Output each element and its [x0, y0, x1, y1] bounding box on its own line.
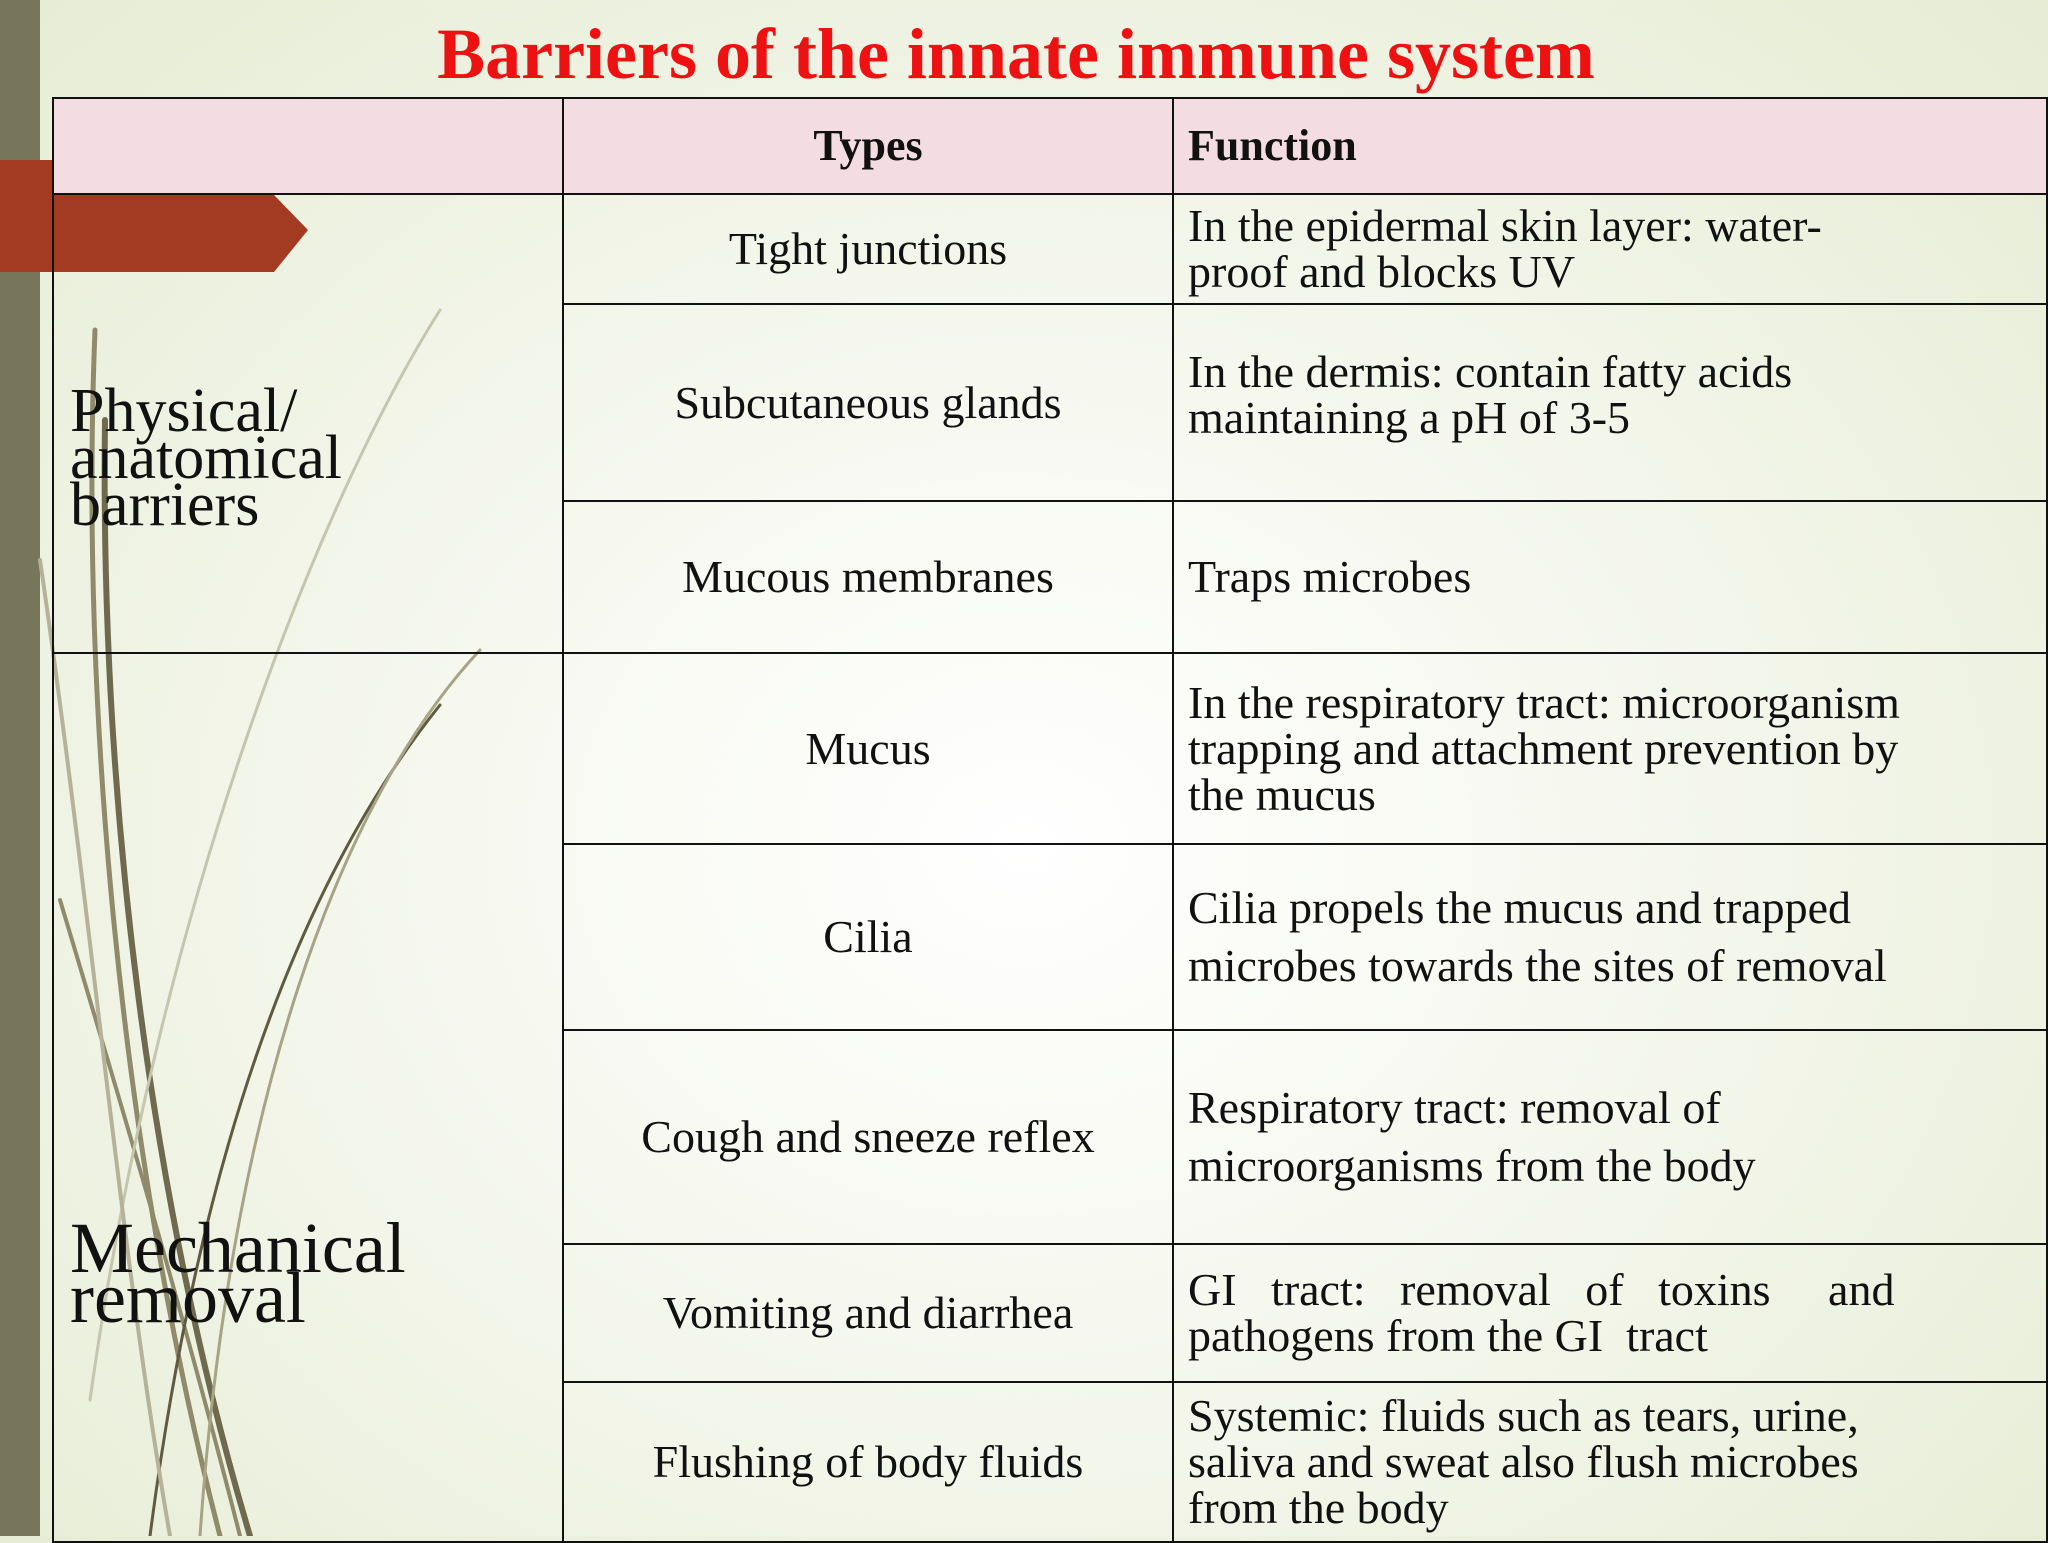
- type-cell: Cilia: [562, 843, 1174, 1031]
- function-text: In the dermis: contain fatty acids maint…: [1188, 346, 1793, 443]
- function-cell: Systemic: fluids such as tears, urine, s…: [1172, 1381, 2048, 1543]
- function-cell: In the epidermal skin layer: water- proo…: [1172, 193, 2048, 305]
- type-cell: Subcutaneous glands: [562, 303, 1174, 502]
- type-cell: Vomiting and diarrhea: [562, 1243, 1174, 1383]
- type-cell: Tight junctions: [562, 193, 1174, 305]
- category-label: Physical/ anatomical barriers: [70, 377, 342, 539]
- function-text: Respiratory tract: removal of microorgan…: [1188, 1082, 1756, 1191]
- table-row: Flushing of body fluids Systemic: fluids…: [53, 1381, 2048, 1543]
- table-row: Cilia Cilia propels the mucus and trappe…: [53, 843, 2048, 1031]
- table-header-row: Types Function: [52, 97, 2048, 195]
- function-text: Cilia propels the mucus and trapped micr…: [1188, 882, 1887, 991]
- header-function: Function: [1172, 97, 2048, 195]
- category-label: Mechanical removal: [70, 1207, 406, 1338]
- function-cell: Traps microbes: [1172, 500, 2048, 654]
- table-row: Cough and sneeze reflex Respiratory trac…: [53, 1029, 2048, 1245]
- category-mechanical-removal: Mechanical removal: [52, 652, 564, 1543]
- header-types: Types: [562, 97, 1174, 195]
- function-cell: In the dermis: contain fatty acids maint…: [1172, 303, 2048, 502]
- function-cell: GI tract: removal of toxins and pathogen…: [1172, 1243, 2048, 1383]
- table-row: Vomiting and diarrhea GI tract: removal …: [53, 1243, 2048, 1383]
- slide-title: Barriers of the innate immune system: [0, 6, 2048, 102]
- barriers-table: Types Function Physical/ anatomical barr…: [52, 97, 2048, 1543]
- function-text: Traps microbes: [1188, 551, 1472, 602]
- function-cell: Respiratory tract: removal of microorgan…: [1172, 1029, 2048, 1245]
- header-category: [52, 97, 564, 195]
- table-row: Mucous membranes Traps microbes: [53, 500, 2048, 654]
- function-text: Systemic: fluids such as tears, urine, s…: [1188, 1390, 1859, 1533]
- function-text: In the respiratory tract: microorganism …: [1188, 676, 1900, 820]
- function-text: In the epidermal skin layer: water- proo…: [1188, 200, 1822, 297]
- category-physical-barriers: Physical/ anatomical barriers: [52, 193, 564, 654]
- table-row: Subcutaneous glands In the dermis: conta…: [53, 303, 2048, 502]
- function-cell: In the respiratory tract: microorganism …: [1172, 652, 2048, 845]
- table-row: Physical/ anatomical barriers Tight junc…: [52, 193, 2048, 654]
- slide-title-text: Barriers of the innate immune system: [437, 14, 1595, 94]
- function-cell: Cilia propels the mucus and trapped micr…: [1172, 843, 2048, 1031]
- type-cell: Mucous membranes: [562, 500, 1174, 654]
- type-cell: Cough and sneeze reflex: [562, 1029, 1174, 1245]
- type-cell: Flushing of body fluids: [562, 1381, 1174, 1543]
- table-row: Mechanical removal Mucus In the respirat…: [52, 652, 2048, 1543]
- function-text: GI tract: removal of toxins and pathogen…: [1188, 1264, 1895, 1361]
- red-accent-tab: [0, 160, 54, 272]
- type-cell: Mucus: [562, 652, 1174, 845]
